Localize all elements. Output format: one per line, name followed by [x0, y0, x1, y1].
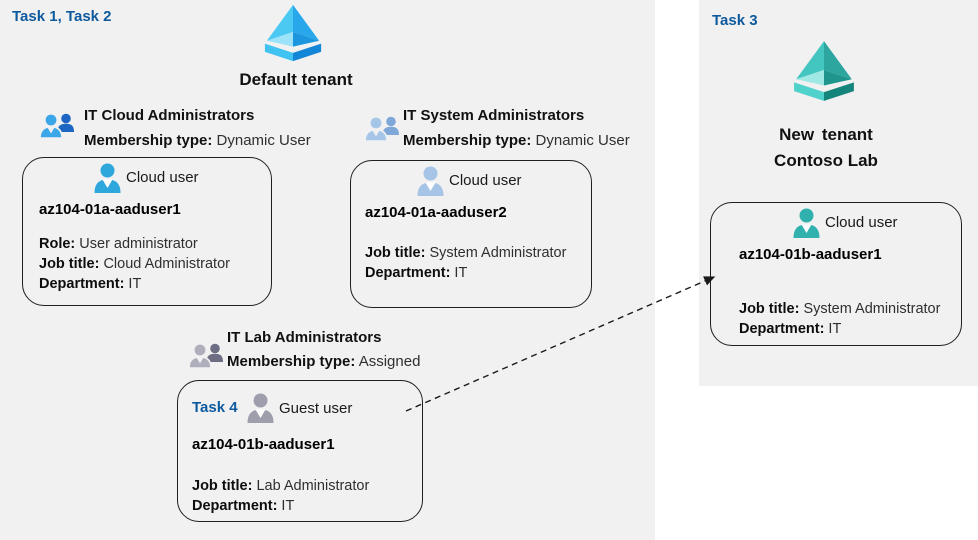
group-icon-lab-admins [189, 341, 223, 371]
membership-label: Membership type: [403, 132, 532, 149]
user-name: az104-01a-aaduser2 [365, 204, 507, 221]
task-1-2-label: Task 1, Task 2 [12, 8, 112, 25]
guest-user-icon [247, 393, 274, 423]
user-card-guest: Task 4 Guest user az104-01b-aaduser1 Job… [177, 380, 423, 522]
azure-ad-new-tenant-icon [791, 40, 857, 102]
default-tenant-title: Default tenant [239, 70, 353, 89]
membership-label: Membership type: [84, 132, 213, 149]
user-card-aaduser1a: Cloud user az104-01a-aaduser1 Role: User… [22, 157, 272, 306]
field-department: Department: IT [39, 276, 142, 292]
membership-label: Membership type: [227, 353, 356, 370]
membership-value: Assigned [355, 353, 421, 370]
user-fields: Job title: Lab Administrator Department:… [192, 476, 369, 516]
cloud-user-icon [417, 166, 444, 196]
new-tenant-title-line2: Contoso Lab [774, 151, 878, 170]
group-membership-system-admins: Membership type: Dynamic User [403, 132, 630, 149]
user-fields: Job title: System Administrator Departme… [365, 243, 566, 283]
cloud-user-icon [94, 163, 121, 193]
user-card-aaduser1b: Cloud user az104-01b-aaduser1 Job title:… [710, 202, 962, 346]
new-tenant-title-line1: New tenant [779, 125, 873, 144]
group-membership-cloud-admins: Membership type: Dynamic User [84, 132, 311, 149]
field-job-title: Job title: System Administrator [739, 301, 941, 317]
user-type-label: Cloud user [449, 172, 522, 189]
group-title-system-admins: IT System Administrators [403, 107, 585, 124]
group-title-lab-admins: IT Lab Administrators [227, 329, 382, 346]
group-icon-cloud-admins [40, 111, 74, 141]
user-type-label: Guest user [279, 400, 353, 417]
user-fields: Job title: System Administrator Departme… [739, 299, 940, 339]
group-icon-system-admins [365, 114, 399, 144]
user-card-aaduser2a: Cloud user az104-01a-aaduser2 Job title:… [350, 160, 592, 308]
membership-value: Dynamic User [531, 132, 630, 149]
user-fields: Role: User administrator Job title: Clou… [39, 234, 230, 294]
azure-ad-tenant-icon [262, 4, 324, 62]
user-type-label: Cloud user [126, 169, 199, 186]
membership-value: Dynamic User [212, 132, 311, 149]
field-department: Department: IT [365, 265, 468, 281]
user-name: az104-01b-aaduser1 [739, 246, 882, 263]
group-title-cloud-admins: IT Cloud Administrators [84, 107, 255, 124]
task-4-label: Task 4 [192, 399, 238, 416]
cloud-user-icon [793, 208, 820, 238]
user-type-label: Cloud user [825, 214, 898, 231]
field-department: Department: IT [192, 498, 295, 514]
user-name: az104-01b-aaduser1 [192, 436, 335, 453]
field-job-title: Job title: Cloud Administrator [39, 256, 230, 272]
field-job-title: Job title: Lab Administrator [192, 478, 370, 494]
field-role: Role: User administrator [39, 236, 198, 252]
default-tenant-panel [0, 0, 655, 540]
group-membership-lab-admins: Membership type: Assigned [227, 353, 420, 370]
field-job-title: Job title: System Administrator [365, 245, 567, 261]
task-3-label: Task 3 [712, 12, 758, 29]
user-name: az104-01a-aaduser1 [39, 201, 181, 218]
field-department: Department: IT [739, 321, 842, 337]
